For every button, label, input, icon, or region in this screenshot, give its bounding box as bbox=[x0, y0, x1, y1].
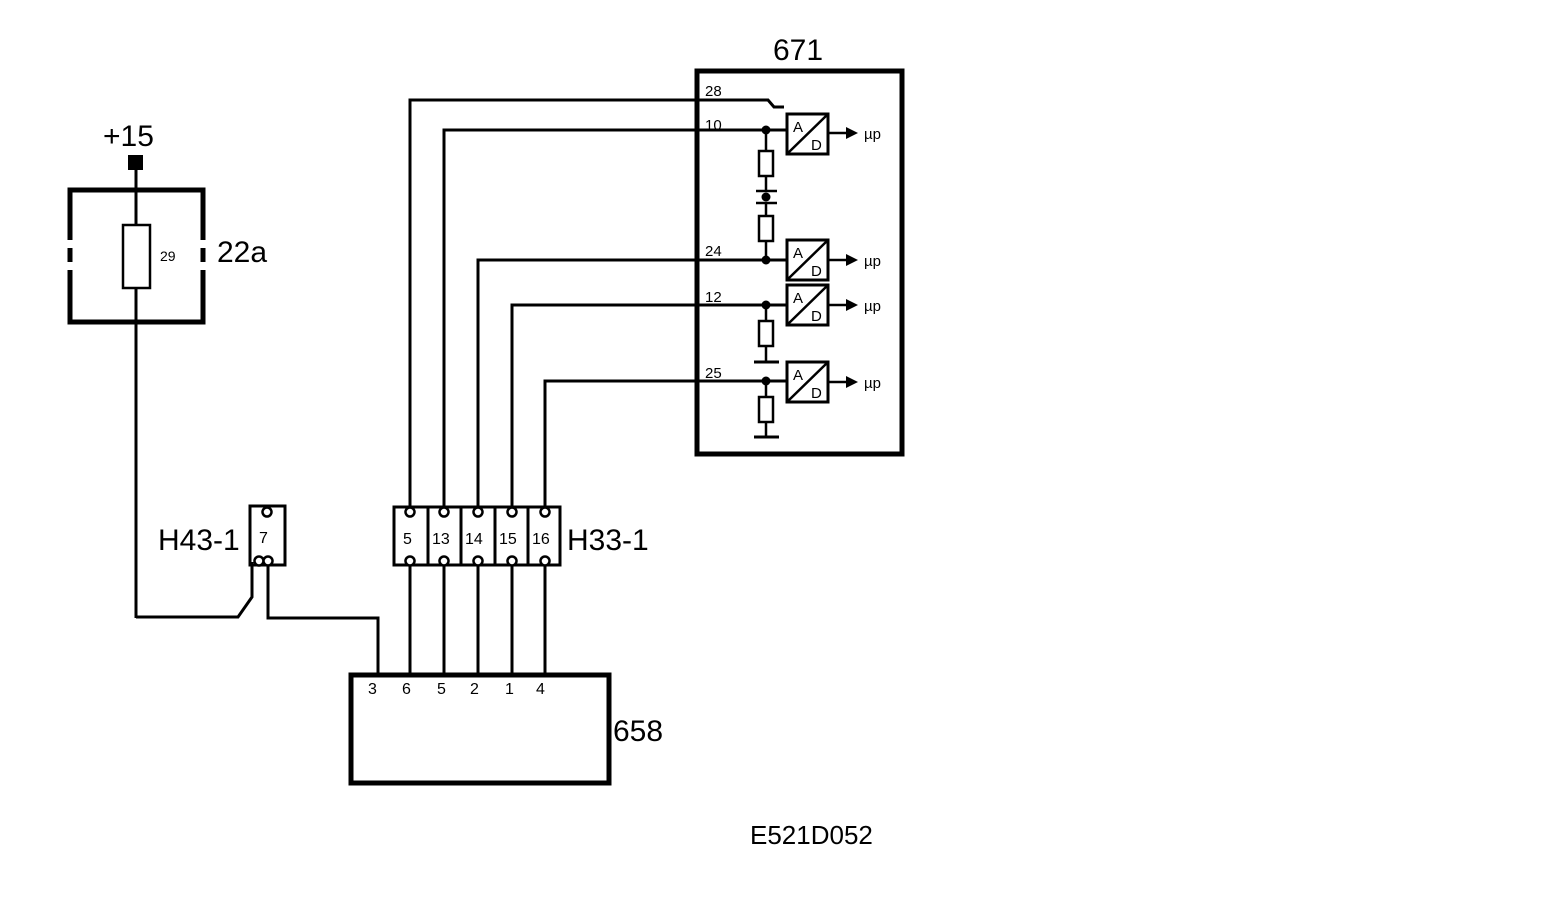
fuse-29 bbox=[121, 223, 152, 290]
fuse-number: 29 bbox=[160, 248, 176, 264]
module-658-pin: 4 bbox=[536, 681, 545, 698]
h43-label: H43-1 bbox=[158, 524, 240, 557]
ecu-pin: 12 bbox=[705, 289, 722, 306]
h43-terminal-top bbox=[261, 506, 273, 518]
h33-pin: 15 bbox=[499, 531, 517, 548]
ad-converter: A D µp bbox=[785, 112, 881, 156]
ad-output-label: µp bbox=[864, 253, 881, 270]
supply-label: +15 bbox=[103, 120, 154, 153]
ecu-pin: 28 bbox=[705, 83, 722, 100]
ecu-671-label: 671 bbox=[773, 34, 823, 67]
ad-output-label: µp bbox=[864, 298, 881, 315]
diagram-id: E521D052 bbox=[750, 820, 873, 850]
h43-wire-out bbox=[266, 562, 380, 677]
svg-text:A: A bbox=[793, 119, 803, 136]
wire-pin-24 bbox=[476, 258, 786, 512]
ecu-671 bbox=[694, 68, 905, 457]
h33-terminals bbox=[404, 506, 551, 567]
svg-text:D: D bbox=[811, 308, 822, 325]
ecu-internal-network bbox=[754, 130, 779, 439]
module-658-pin: 5 bbox=[437, 681, 446, 698]
h33-pin: 13 bbox=[432, 531, 450, 548]
svg-text:D: D bbox=[811, 137, 822, 154]
fuse-box-label: 22a bbox=[217, 236, 267, 269]
h43-pin: 7 bbox=[259, 530, 268, 547]
h33-pin: 14 bbox=[465, 531, 483, 548]
h43-terminal-bottom-right bbox=[262, 555, 274, 567]
ecu-pin: 10 bbox=[705, 117, 722, 134]
wire-pin-12 bbox=[510, 303, 786, 512]
module-658-pin: 1 bbox=[505, 681, 514, 698]
ad-output-label: µp bbox=[864, 375, 881, 392]
svg-text:D: D bbox=[811, 385, 822, 402]
h33-label: H33-1 bbox=[567, 524, 649, 557]
wire-pin-28 bbox=[408, 98, 784, 512]
module-658-pin: 2 bbox=[470, 681, 479, 698]
module-658-pin: 3 bbox=[368, 681, 377, 698]
ad-converter: A D µp bbox=[785, 238, 881, 282]
ad-converter: A D µp bbox=[785, 283, 881, 327]
wire-pin-25 bbox=[543, 379, 786, 512]
wires-to-658 bbox=[408, 563, 547, 677]
ecu-pin: 24 bbox=[705, 243, 722, 260]
svg-text:D: D bbox=[811, 263, 822, 280]
h33-pin: 16 bbox=[532, 531, 550, 548]
wire-pin-10 bbox=[442, 128, 786, 512]
ecu-pin: 25 bbox=[705, 365, 722, 382]
ad-output-label: µp bbox=[864, 126, 881, 143]
svg-text:A: A bbox=[793, 367, 803, 384]
module-658-label: 658 bbox=[613, 715, 663, 748]
h43-wire-in bbox=[136, 562, 254, 619]
svg-text:A: A bbox=[793, 290, 803, 307]
supply-terminal bbox=[128, 155, 143, 170]
module-658 bbox=[348, 672, 612, 786]
junction-dots bbox=[761, 125, 771, 386]
h33-pin: 5 bbox=[403, 531, 412, 548]
ad-converter: A D µp bbox=[785, 360, 881, 404]
module-658-pin: 6 bbox=[402, 681, 411, 698]
svg-text:A: A bbox=[793, 245, 803, 262]
h43-terminal-bottom-left bbox=[253, 555, 265, 567]
